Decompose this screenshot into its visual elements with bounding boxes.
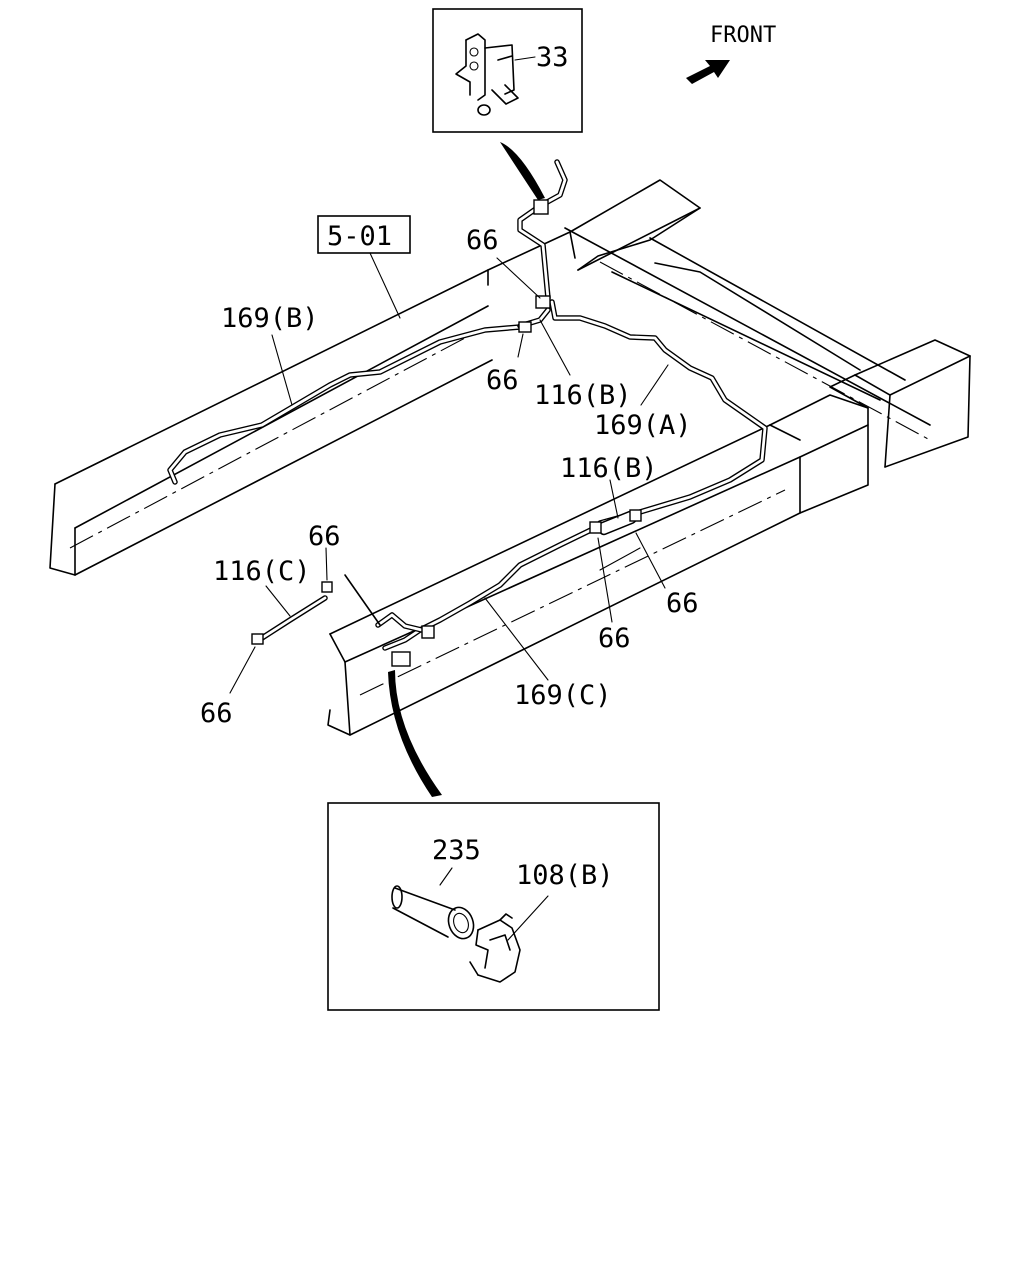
leader-lines [229, 257, 669, 694]
callout-116b-top: 116(B) [534, 380, 632, 411]
ref-box: 5-01 [317, 215, 411, 319]
bracket-part-icon [455, 33, 519, 116]
callout-235: 235 [432, 835, 481, 866]
callout-33: 33 [536, 42, 569, 73]
callout-169a: 169(A) [594, 410, 692, 441]
callout-66-r1: 66 [666, 588, 699, 619]
ref-box-label: 5-01 [327, 221, 392, 252]
callout-66-left-top: 66 [308, 521, 341, 552]
callout-108b: 108(B) [516, 860, 614, 891]
clamps [251, 199, 642, 667]
callouts: 169(B) 66 66 116(B) 169(A) 116(B) 66 66 … [200, 225, 699, 729]
callout-66-top: 66 [466, 225, 499, 256]
detail-box-top: 33 [432, 8, 583, 133]
callout-169b: 169(B) [221, 303, 319, 334]
callout-66-mid: 66 [486, 365, 519, 396]
detail-pointer-top [500, 142, 545, 200]
callout-66-r2: 66 [598, 623, 631, 654]
clip-part-icon [469, 913, 521, 983]
arrow-right-icon [686, 60, 730, 84]
detail-box-bottom: 235 108(B) [327, 802, 660, 1011]
callout-66-left-bottom: 66 [200, 698, 233, 729]
detail-pointer-bottom [388, 670, 442, 797]
front-label: FRONT [710, 23, 776, 48]
callout-169c: 169(C) [514, 680, 612, 711]
frame-rails [49, 179, 971, 736]
callout-116b-right: 116(B) [560, 453, 658, 484]
sleeve-part-icon [391, 885, 475, 940]
callout-116c: 116(C) [213, 556, 311, 587]
